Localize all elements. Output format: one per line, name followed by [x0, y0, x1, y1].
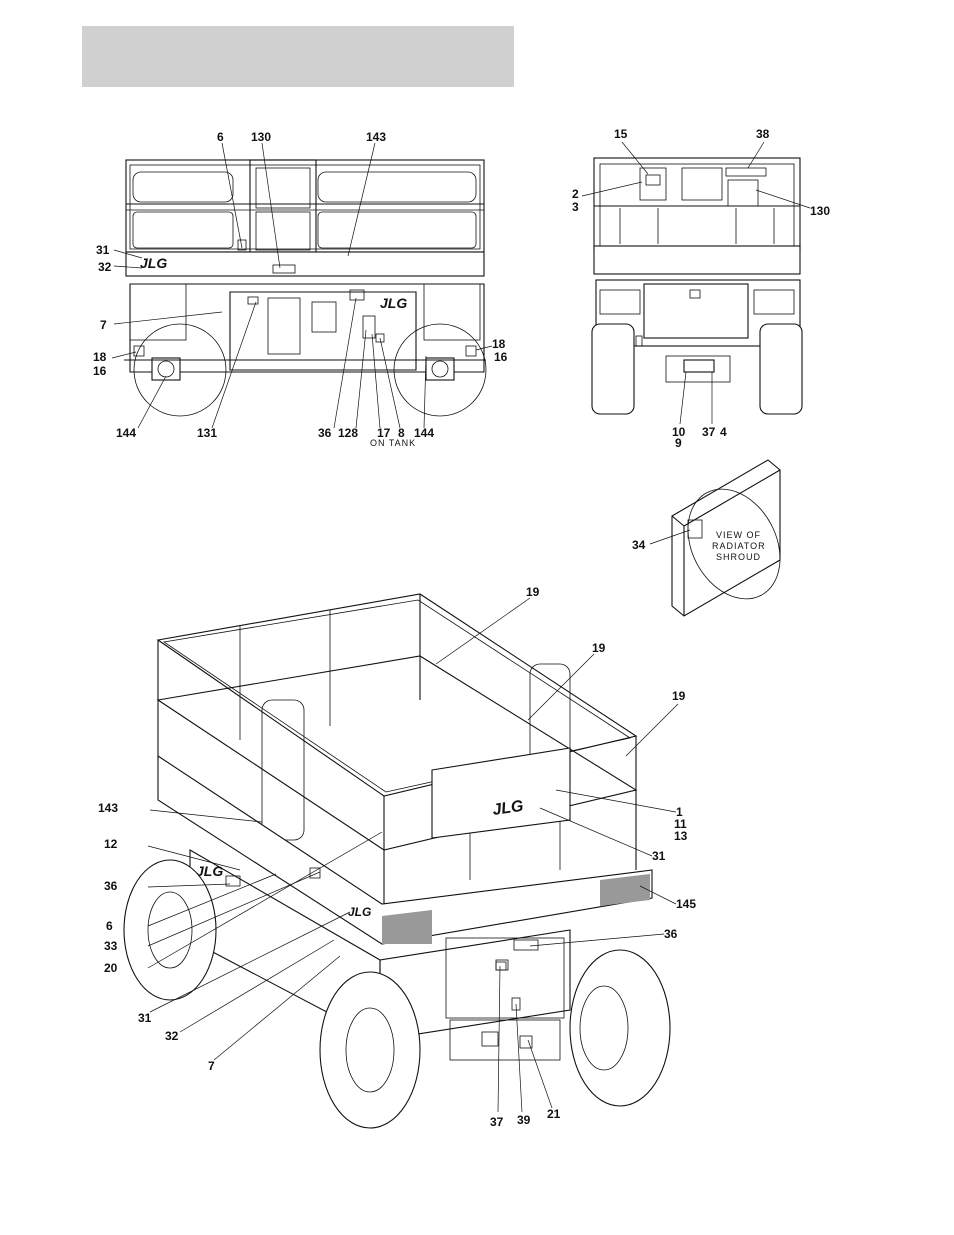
- rear-view: [582, 142, 810, 424]
- label-38: 38: [756, 127, 770, 141]
- label-19c: 19: [672, 689, 686, 703]
- label-13: 13: [674, 829, 688, 843]
- label-143: 143: [366, 130, 386, 144]
- label-143-iso: 143: [98, 801, 118, 815]
- label-37-iso: 37: [490, 1115, 504, 1129]
- label-12: 12: [104, 837, 118, 851]
- label-6-iso: 6: [106, 919, 113, 933]
- label-18b: 18: [492, 337, 506, 351]
- label-144a: 144: [116, 426, 136, 440]
- label-7-iso: 7: [208, 1059, 215, 1073]
- label-131: 131: [197, 426, 217, 440]
- label-33: 33: [104, 939, 118, 953]
- label-15: 15: [614, 127, 628, 141]
- label-36a: 36: [104, 879, 118, 893]
- isometric-view: JLG JLG JLG: [124, 594, 678, 1128]
- label-6: 6: [217, 130, 224, 144]
- radiator-caption-1: VIEW OF: [716, 530, 761, 540]
- radiator-caption-2: RADIATOR: [712, 541, 766, 551]
- label-16a: 16: [93, 364, 107, 378]
- label-130: 130: [251, 130, 271, 144]
- label-3: 3: [572, 200, 579, 214]
- label-2: 2: [572, 187, 579, 201]
- label-31b: 31: [138, 1011, 152, 1025]
- label-39: 39: [517, 1113, 531, 1127]
- label-16b: 16: [494, 350, 508, 364]
- label-130-rear: 130: [810, 204, 830, 218]
- label-36b: 36: [664, 927, 678, 941]
- label-145: 145: [676, 897, 696, 911]
- label-128: 128: [338, 426, 358, 440]
- label-144b: 144: [414, 426, 434, 440]
- label-18a: 18: [93, 350, 107, 364]
- side-view-labels: 6 130 143 31 32 7 18 16 18 16 144 131 36…: [93, 130, 508, 448]
- label-9: 9: [675, 436, 682, 450]
- label-19a: 19: [526, 585, 540, 599]
- label-32-iso: 32: [165, 1029, 179, 1043]
- label-31a: 31: [652, 849, 666, 863]
- label-31: 31: [96, 243, 110, 257]
- radiator-caption-3: SHROUD: [716, 552, 761, 562]
- label-36: 36: [318, 426, 332, 440]
- side-view: JLG JLG: [112, 143, 492, 428]
- label-37-rear: 37: [702, 425, 716, 439]
- side-logo-right: JLG: [380, 295, 407, 311]
- label-4: 4: [720, 425, 727, 439]
- iso-logo-small: JLG: [348, 905, 371, 919]
- label-21: 21: [547, 1107, 561, 1121]
- label-32: 32: [98, 260, 112, 274]
- on-tank-note: ON TANK: [370, 438, 416, 448]
- label-7: 7: [100, 318, 107, 332]
- label-19b: 19: [592, 641, 606, 655]
- label-34: 34: [632, 538, 646, 552]
- side-logo-left: JLG: [140, 255, 167, 271]
- label-20: 20: [104, 961, 118, 975]
